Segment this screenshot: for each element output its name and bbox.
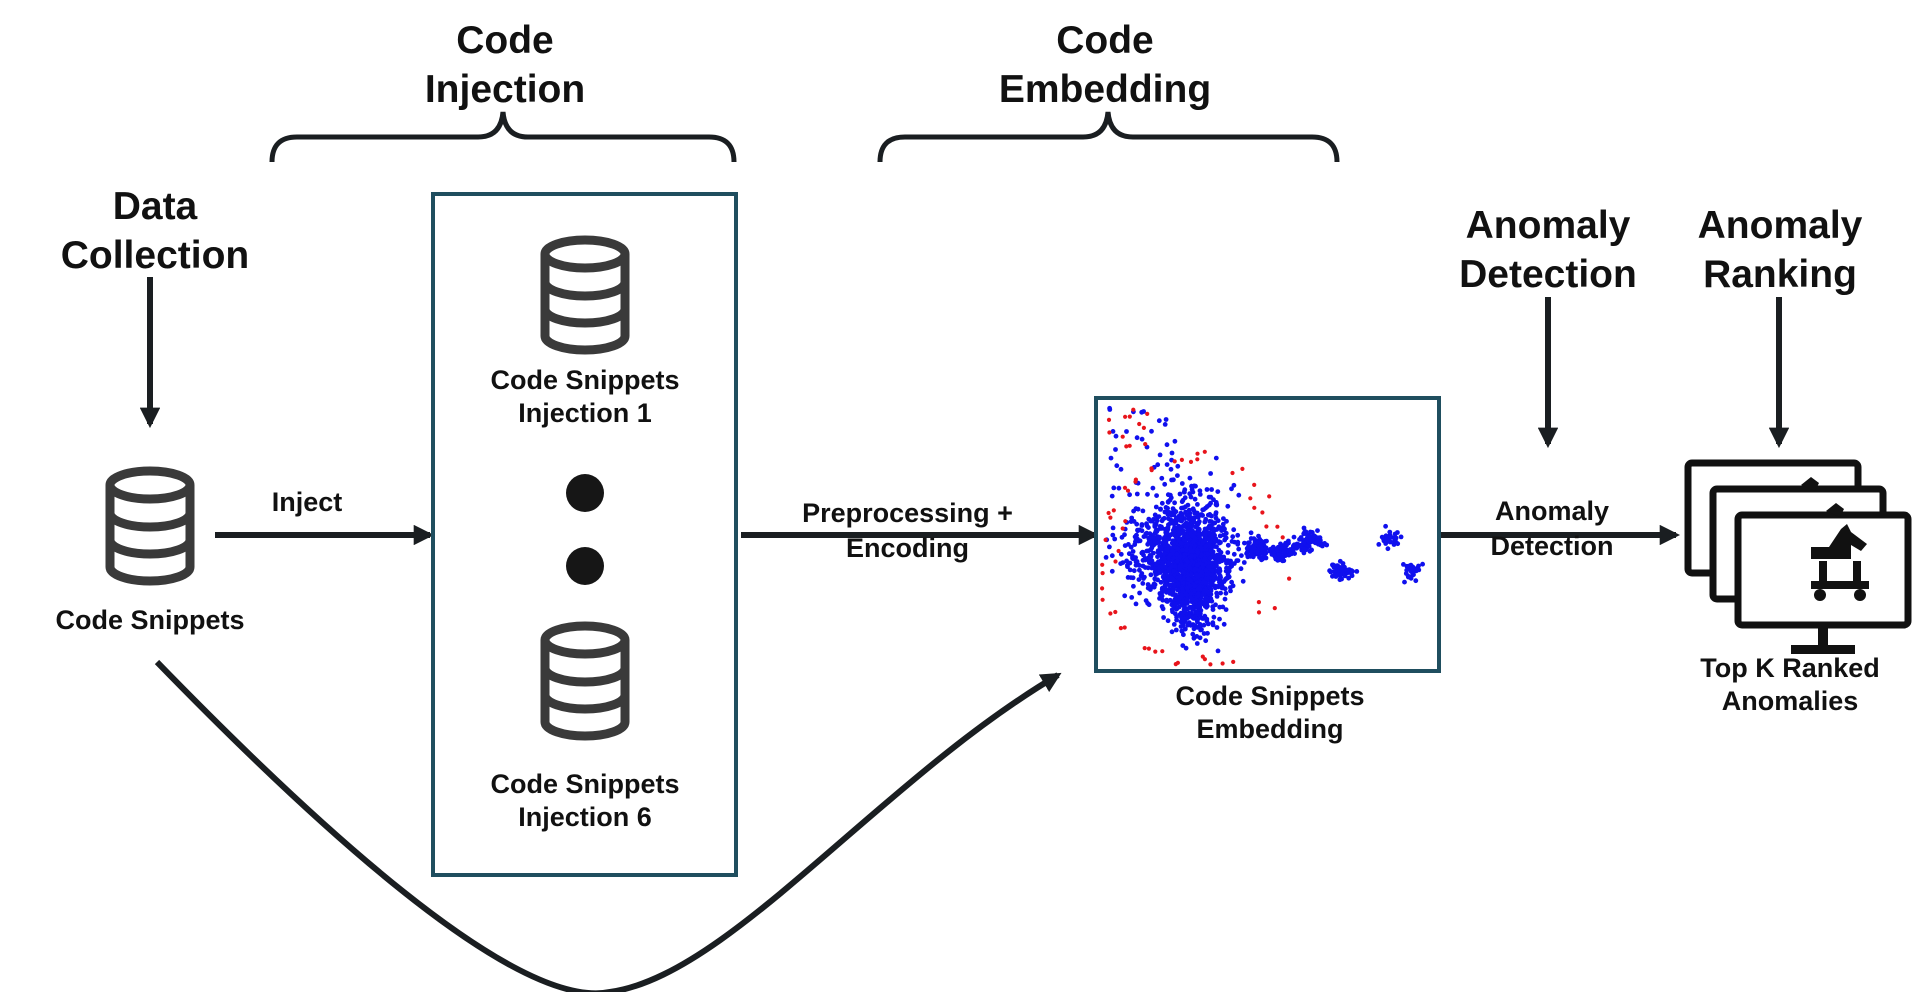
database-icon <box>540 621 630 741</box>
monitor-trojan-horse-icon <box>1684 459 1912 654</box>
embedding-scatter-plot <box>1100 405 1425 667</box>
database-icon <box>105 466 195 586</box>
bypass-curve-arrow <box>154 659 1062 992</box>
preprocessing-label: Preprocessing +Encoding <box>802 498 1013 563</box>
code-embedding-bracket <box>877 111 1340 163</box>
inject-label: Inject <box>271 487 343 517</box>
database-icon <box>540 235 630 355</box>
code-injection-box <box>431 192 738 877</box>
code-snippets-label: Code Snippets <box>55 605 245 635</box>
code-injection-bracket <box>269 111 737 163</box>
ellipsis-dots-icon <box>566 474 604 585</box>
